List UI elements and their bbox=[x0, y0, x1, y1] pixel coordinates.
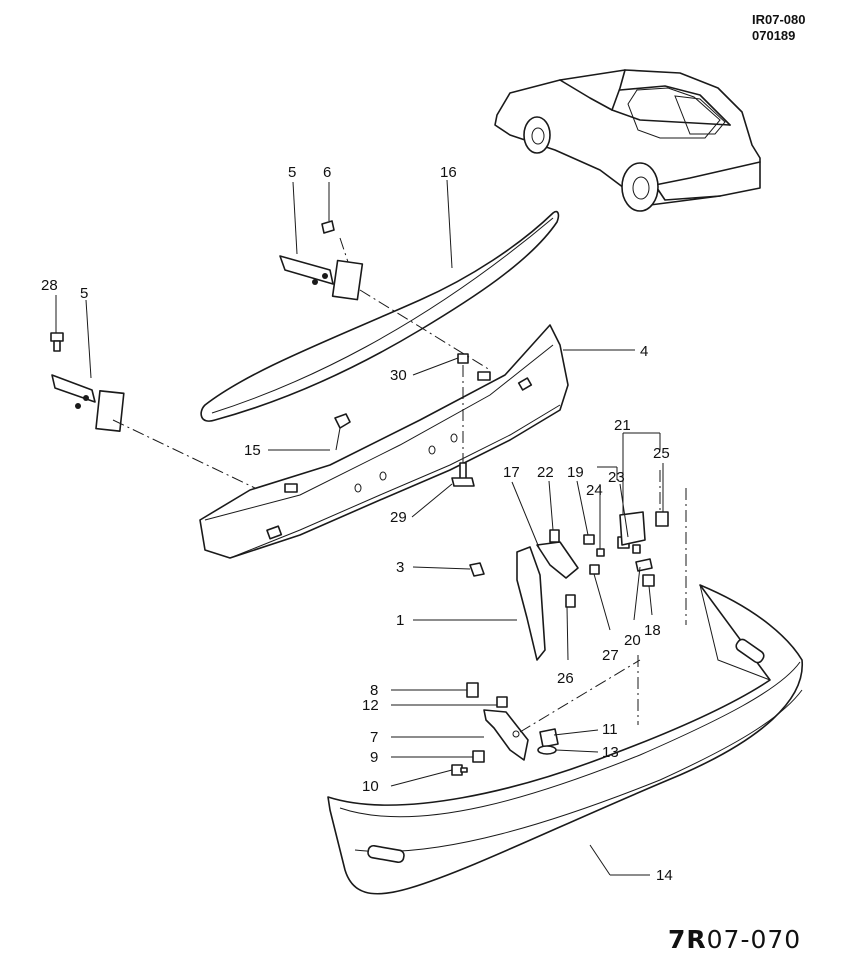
callout-15: 15 bbox=[244, 442, 261, 459]
callout-7: 7 bbox=[370, 729, 378, 746]
part-7-bracket bbox=[483, 709, 529, 761]
car-silhouette bbox=[494, 69, 761, 212]
part-6-nut bbox=[321, 220, 335, 234]
part-11-nut bbox=[539, 728, 559, 748]
callout-17: 17 bbox=[503, 464, 520, 481]
callout-25: 25 bbox=[653, 445, 670, 462]
header-code-2: 070189 bbox=[752, 28, 795, 43]
callout-13: 13 bbox=[602, 744, 619, 761]
part-4-absorber bbox=[199, 324, 569, 559]
footer-code: 7R07-070 bbox=[668, 925, 801, 954]
callout-5-lower: 5 bbox=[80, 285, 88, 302]
part-15-clip bbox=[334, 413, 351, 429]
callout-1: 1 bbox=[396, 612, 404, 629]
part-10-screw bbox=[451, 764, 468, 776]
footer-number: 07-070 bbox=[707, 925, 802, 954]
leader-lines bbox=[55, 179, 664, 876]
part-5-shock-lower bbox=[51, 374, 125, 432]
part-1-bracket bbox=[516, 546, 546, 661]
callout-21: 21 bbox=[614, 417, 631, 434]
callout-9: 9 bbox=[370, 749, 378, 766]
part-16-upper-bar bbox=[200, 210, 560, 422]
callout-16: 16 bbox=[440, 164, 457, 181]
callout-5-upper: 5 bbox=[288, 164, 296, 181]
part-29-bolt bbox=[451, 462, 475, 487]
callout-12: 12 bbox=[362, 697, 379, 714]
callout-14: 14 bbox=[656, 867, 673, 884]
callout-27: 27 bbox=[602, 647, 619, 664]
callout-6: 6 bbox=[323, 164, 331, 181]
part-17-bracket bbox=[536, 541, 579, 579]
part-13-washer bbox=[537, 745, 557, 755]
callout-11: 11 bbox=[602, 721, 618, 738]
callout-10: 10 bbox=[362, 778, 379, 795]
small-fasteners bbox=[565, 511, 669, 608]
callout-3: 3 bbox=[396, 559, 404, 576]
callout-30: 30 bbox=[390, 367, 407, 384]
callout-22: 22 bbox=[537, 464, 554, 481]
part-8-bolt bbox=[466, 682, 479, 698]
callout-23: 23 bbox=[608, 469, 625, 486]
part-5-shock-upper bbox=[279, 255, 364, 301]
callout-24: 24 bbox=[586, 482, 603, 499]
callout-8: 8 bbox=[370, 682, 378, 699]
callout-20: 20 bbox=[624, 632, 641, 649]
callout-28: 28 bbox=[41, 277, 58, 294]
callout-18: 18 bbox=[644, 622, 661, 639]
callout-29: 29 bbox=[390, 509, 407, 526]
callout-4: 4 bbox=[640, 343, 648, 360]
footer-prefix: 7R bbox=[668, 925, 707, 954]
part-9-clip bbox=[472, 750, 485, 763]
part-14-fascia bbox=[327, 584, 803, 895]
part-3-bolt bbox=[469, 562, 485, 577]
part-30-nut bbox=[457, 353, 469, 364]
callout-26: 26 bbox=[557, 670, 574, 687]
part-28-bolt bbox=[50, 332, 64, 352]
part-12-clip bbox=[496, 696, 508, 708]
callout-19: 19 bbox=[567, 464, 584, 481]
header-code-1: IR07-080 bbox=[752, 12, 805, 27]
part-22-bolt bbox=[549, 529, 560, 543]
